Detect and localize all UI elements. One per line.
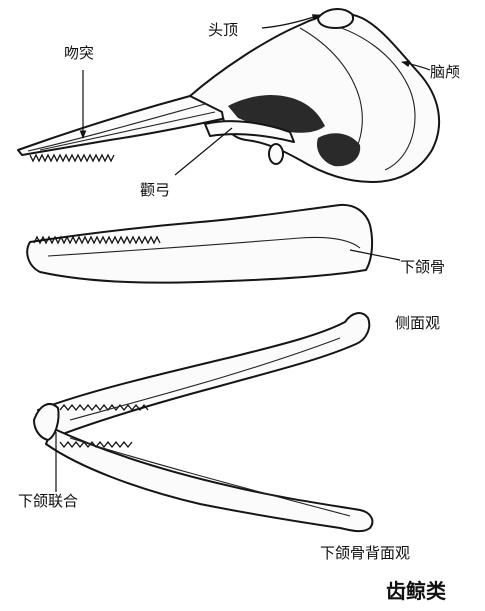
label-mandible: 下颌骨 [400, 258, 445, 276]
label-rostrum: 吻突 [64, 44, 94, 62]
label-mandibular-symphysis: 下颌联合 [18, 492, 78, 510]
figure-title: 齿鲸类 [386, 579, 446, 603]
label-zygomatic-arch: 颧弓 [140, 181, 170, 199]
label-mandible-dorsal-view: 下颌骨背面观 [320, 544, 410, 562]
label-lateral-view: 侧面观 [395, 314, 440, 332]
mandible-lateral-drawing [27, 205, 372, 283]
label-braincase: 脑颅 [430, 63, 460, 81]
label-vertex: 头顶 [208, 21, 238, 39]
mandible-dorsal-drawing [34, 313, 372, 531]
